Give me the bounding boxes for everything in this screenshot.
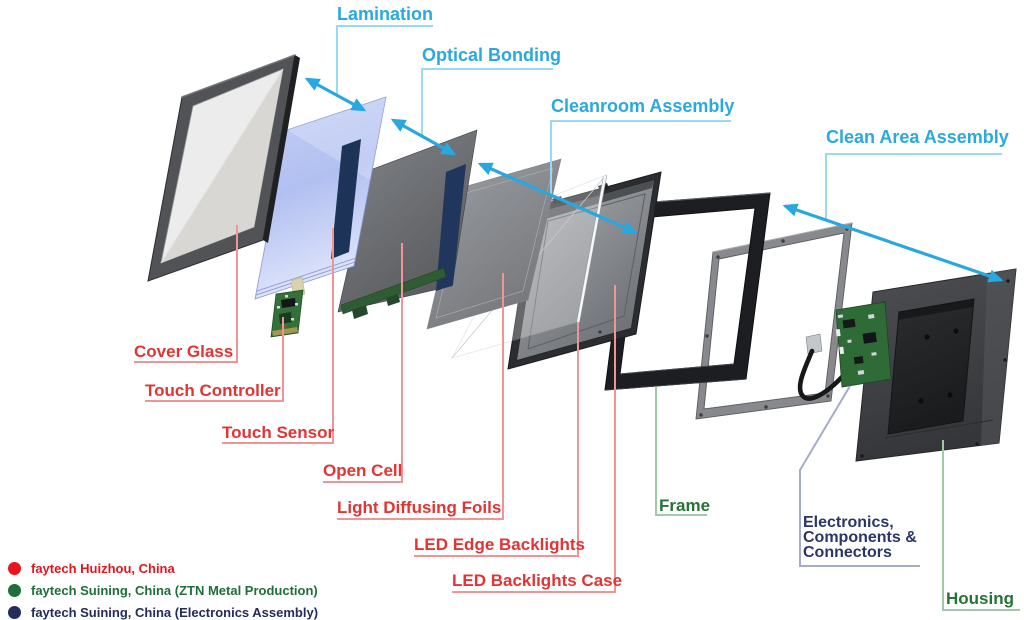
housing-bosses xyxy=(918,328,959,404)
legend-item-suining-metal: faytech Suining, China (ZTN Metal Produc… xyxy=(8,583,318,598)
open-cell-flex-tab xyxy=(436,164,466,291)
legend-label: faytech Huizhou, China xyxy=(31,561,175,576)
open-cell-pcb-strip xyxy=(340,267,447,315)
frame-line xyxy=(655,387,707,516)
touch-sensor-panel xyxy=(254,96,387,300)
optical-bonding-elbow xyxy=(421,68,553,136)
process-arrows xyxy=(304,77,1004,283)
label-touch-sensor: Touch Sensor xyxy=(222,423,335,442)
metal-bracket xyxy=(805,333,823,355)
label-cleanroom-assembly: Cleanroom Assembly xyxy=(551,96,735,116)
housing-line xyxy=(942,440,1020,611)
touch-controller-board xyxy=(270,289,304,338)
label-cover-glass: Cover Glass xyxy=(134,342,234,361)
touch-sensor-line xyxy=(222,228,334,444)
legend-label: faytech Suining, China (ZTN Metal Produc… xyxy=(31,583,318,598)
open-cell-line xyxy=(323,243,403,483)
legend-label: faytech Suining, China (Electronics Asse… xyxy=(31,605,319,620)
cleanroom-assembly-arrow xyxy=(477,162,638,234)
clean-area-assembly-elbow xyxy=(825,153,1002,219)
legend-dot-navy xyxy=(8,606,21,619)
housing-panel xyxy=(855,268,1017,462)
legend-item-suining-electronics: faytech Suining, China (Electronics Asse… xyxy=(8,605,318,620)
label-lamination: Lamination xyxy=(337,4,434,24)
light-diffusing-foils-line xyxy=(337,273,504,520)
label-housing: Housing xyxy=(946,589,1014,608)
electronics-connector-line xyxy=(799,385,920,567)
electronics-board xyxy=(835,301,892,388)
legend-dot-red xyxy=(8,562,21,575)
clean-area-assembly-arrow xyxy=(782,203,1004,283)
open-cell-panel xyxy=(337,129,478,319)
part-connector-lines xyxy=(134,225,616,593)
label-optical-bonding: Optical Bonding xyxy=(422,45,561,65)
label-open-cell: Open Cell xyxy=(323,461,403,480)
led-backlights-case-line xyxy=(452,285,616,593)
cover-glass-line xyxy=(134,225,238,363)
optical-bonding-arrow xyxy=(390,118,457,156)
touch-controller-line xyxy=(145,317,284,402)
label-led-backlights-case: LED Backlights Case xyxy=(452,571,623,590)
legend-dot-green xyxy=(8,584,21,597)
label-clean-area-assembly: Clean Area Assembly xyxy=(826,127,1009,147)
electronics-assembly xyxy=(797,301,892,401)
lamination-arrow xyxy=(304,77,367,112)
label-led-edge-backlights: LED Edge Backlights xyxy=(414,535,585,554)
metal-connector-lines xyxy=(655,387,1020,611)
label-touch-controller: Touch Controller xyxy=(145,381,281,400)
label-frame: Frame xyxy=(659,496,711,515)
cover-glass-panel xyxy=(147,54,300,282)
touch-sensor-tail xyxy=(331,139,361,259)
led-edge-backlights-line xyxy=(414,322,579,557)
legend-item-huizhou: faytech Huizhou, China xyxy=(8,561,175,576)
label-light-diffusing-foils: Light Diffusing Foils xyxy=(337,498,502,517)
power-cable xyxy=(797,348,846,401)
lamination-elbow xyxy=(336,25,433,95)
label-electronics-components-connectors: Electronics, Components & Connectors xyxy=(803,514,917,561)
